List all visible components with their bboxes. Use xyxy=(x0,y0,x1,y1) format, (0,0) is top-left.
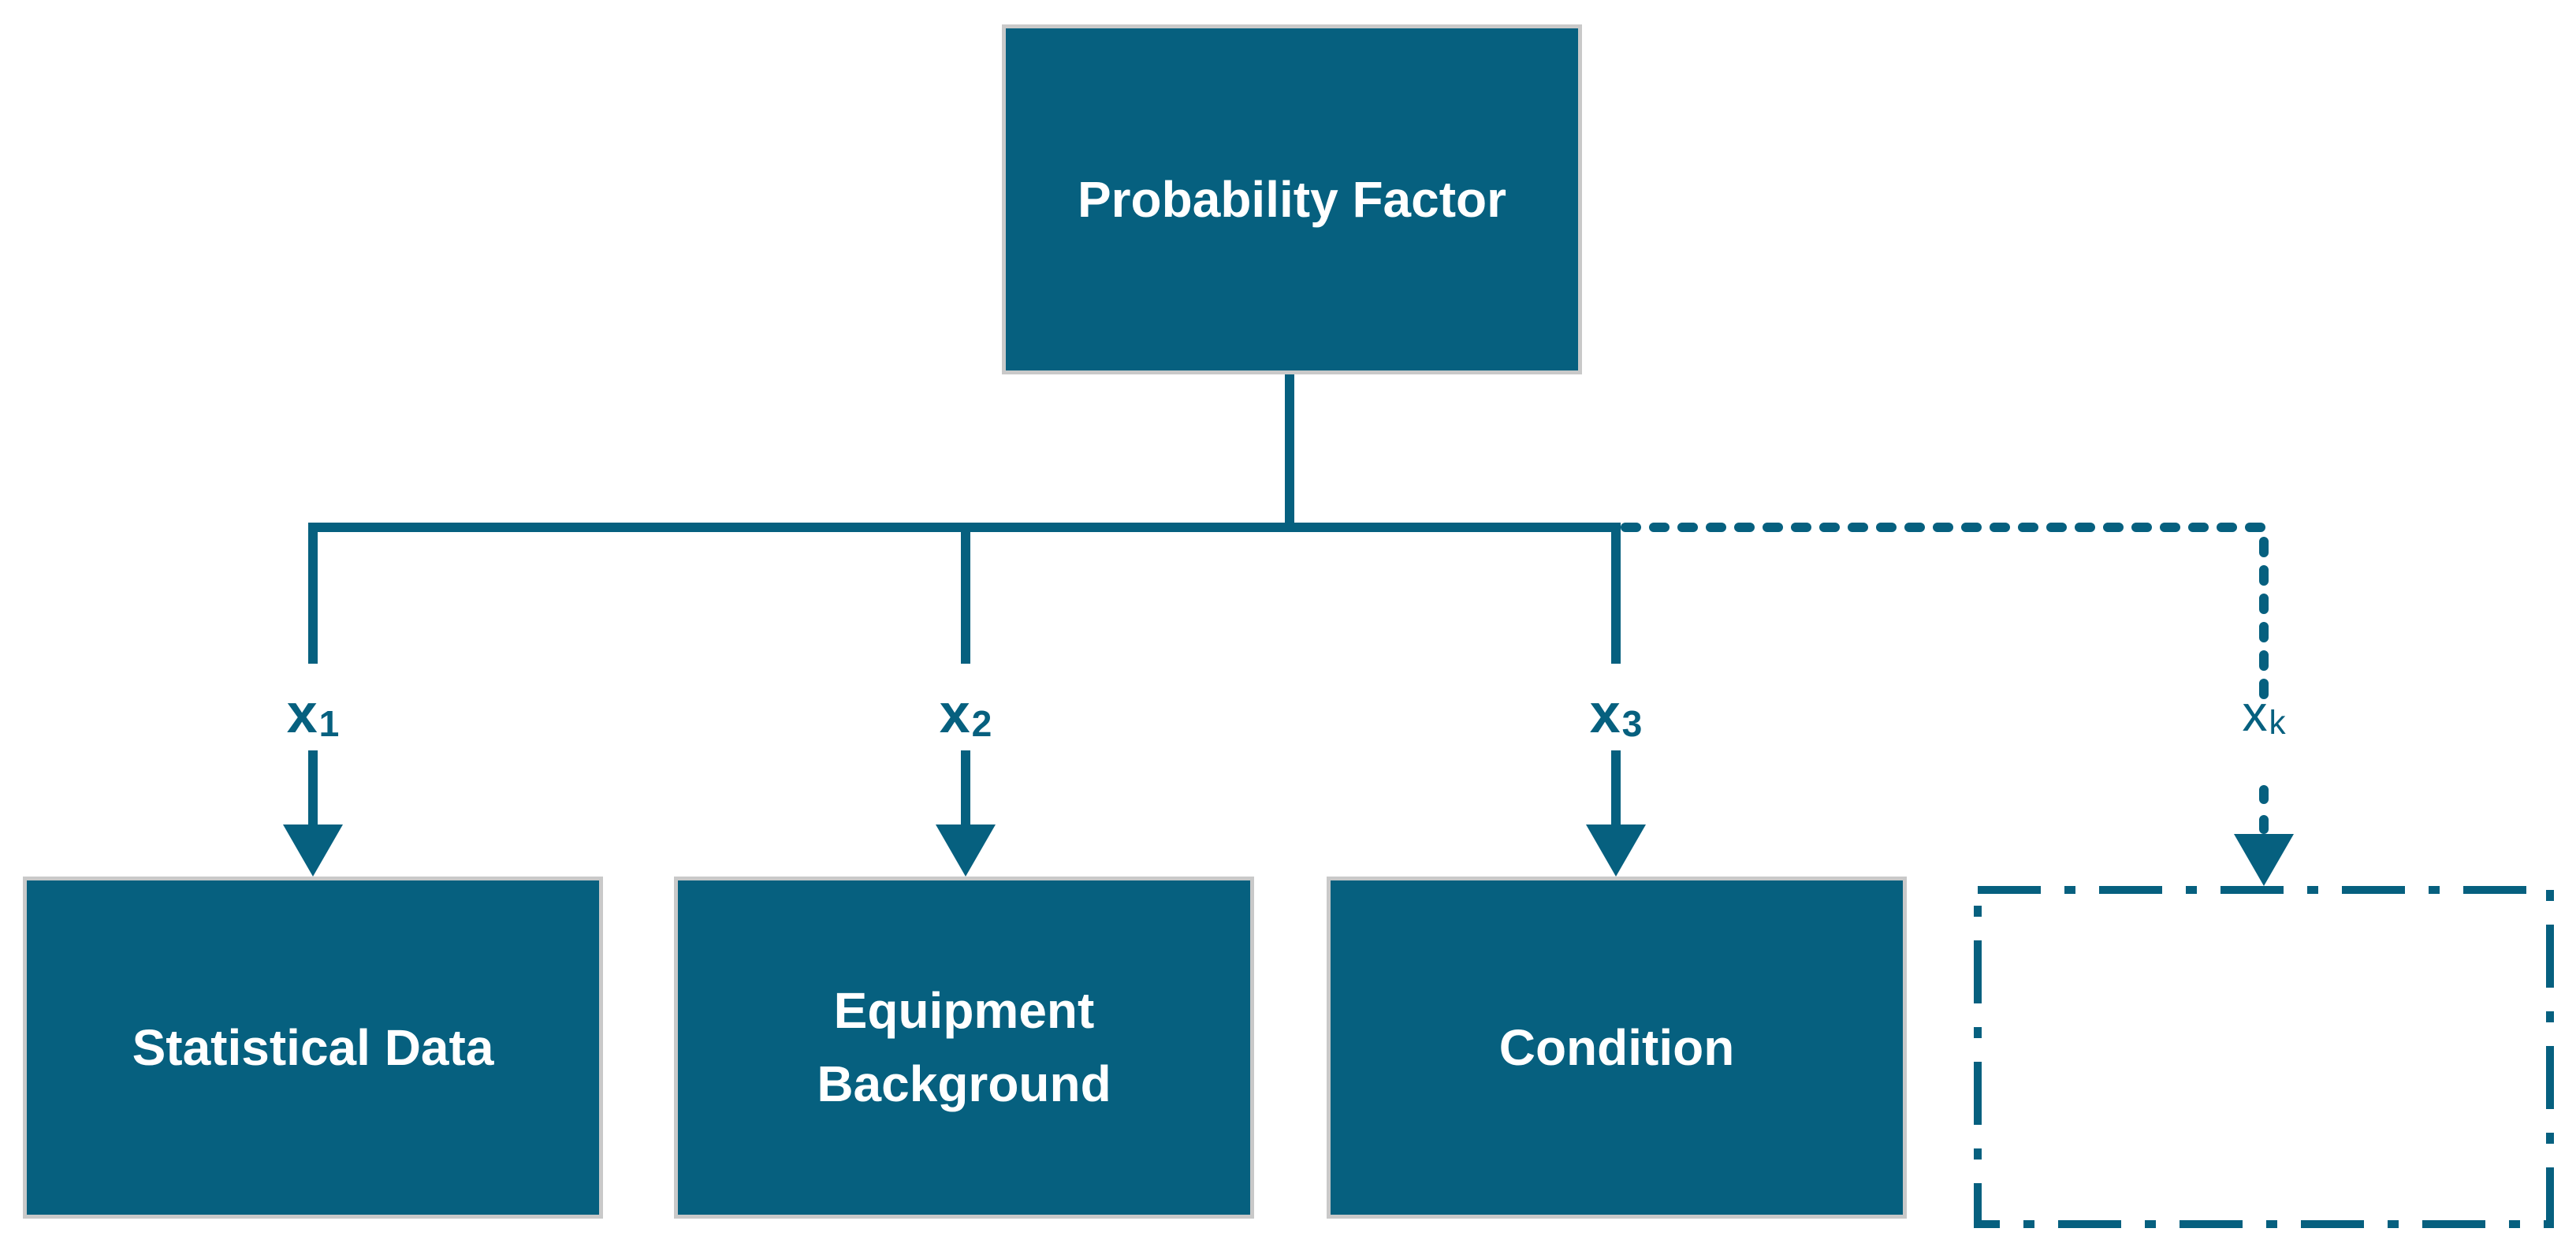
arrowhead-down-icon xyxy=(1586,825,1646,877)
branch-var-base: x xyxy=(939,683,970,744)
branch-var-subscript: k xyxy=(2269,703,2286,741)
branch-var-base: x xyxy=(2242,685,2268,742)
node-label: Statistical Data xyxy=(132,1018,494,1076)
branch-var-subscript: 3 xyxy=(1621,702,1643,744)
node-condition: Condition xyxy=(1327,877,1907,1219)
node-statistical-data: Statistical Data xyxy=(23,877,603,1219)
node-label: Equipment Background xyxy=(817,982,1111,1112)
branch-var-base: x xyxy=(286,683,318,744)
node-label: Probability Factor xyxy=(1077,170,1507,228)
arrowhead-down-icon xyxy=(936,825,996,877)
branch-var-subscript: 1 xyxy=(318,702,340,744)
node-probability-factor: Probability Factor xyxy=(1002,24,1582,374)
branch-var-subscript: 2 xyxy=(971,702,992,744)
node-equipment-background: Equipment Background xyxy=(674,877,1254,1219)
branch-var-base: x xyxy=(1589,683,1621,744)
arrowhead-down-icon xyxy=(2234,834,2294,886)
branch-rail-solid xyxy=(308,523,1621,664)
arrowhead-down-icon xyxy=(283,825,343,877)
node-placeholder-xk xyxy=(1974,886,2554,1228)
node-label: Condition xyxy=(1498,1018,1735,1076)
